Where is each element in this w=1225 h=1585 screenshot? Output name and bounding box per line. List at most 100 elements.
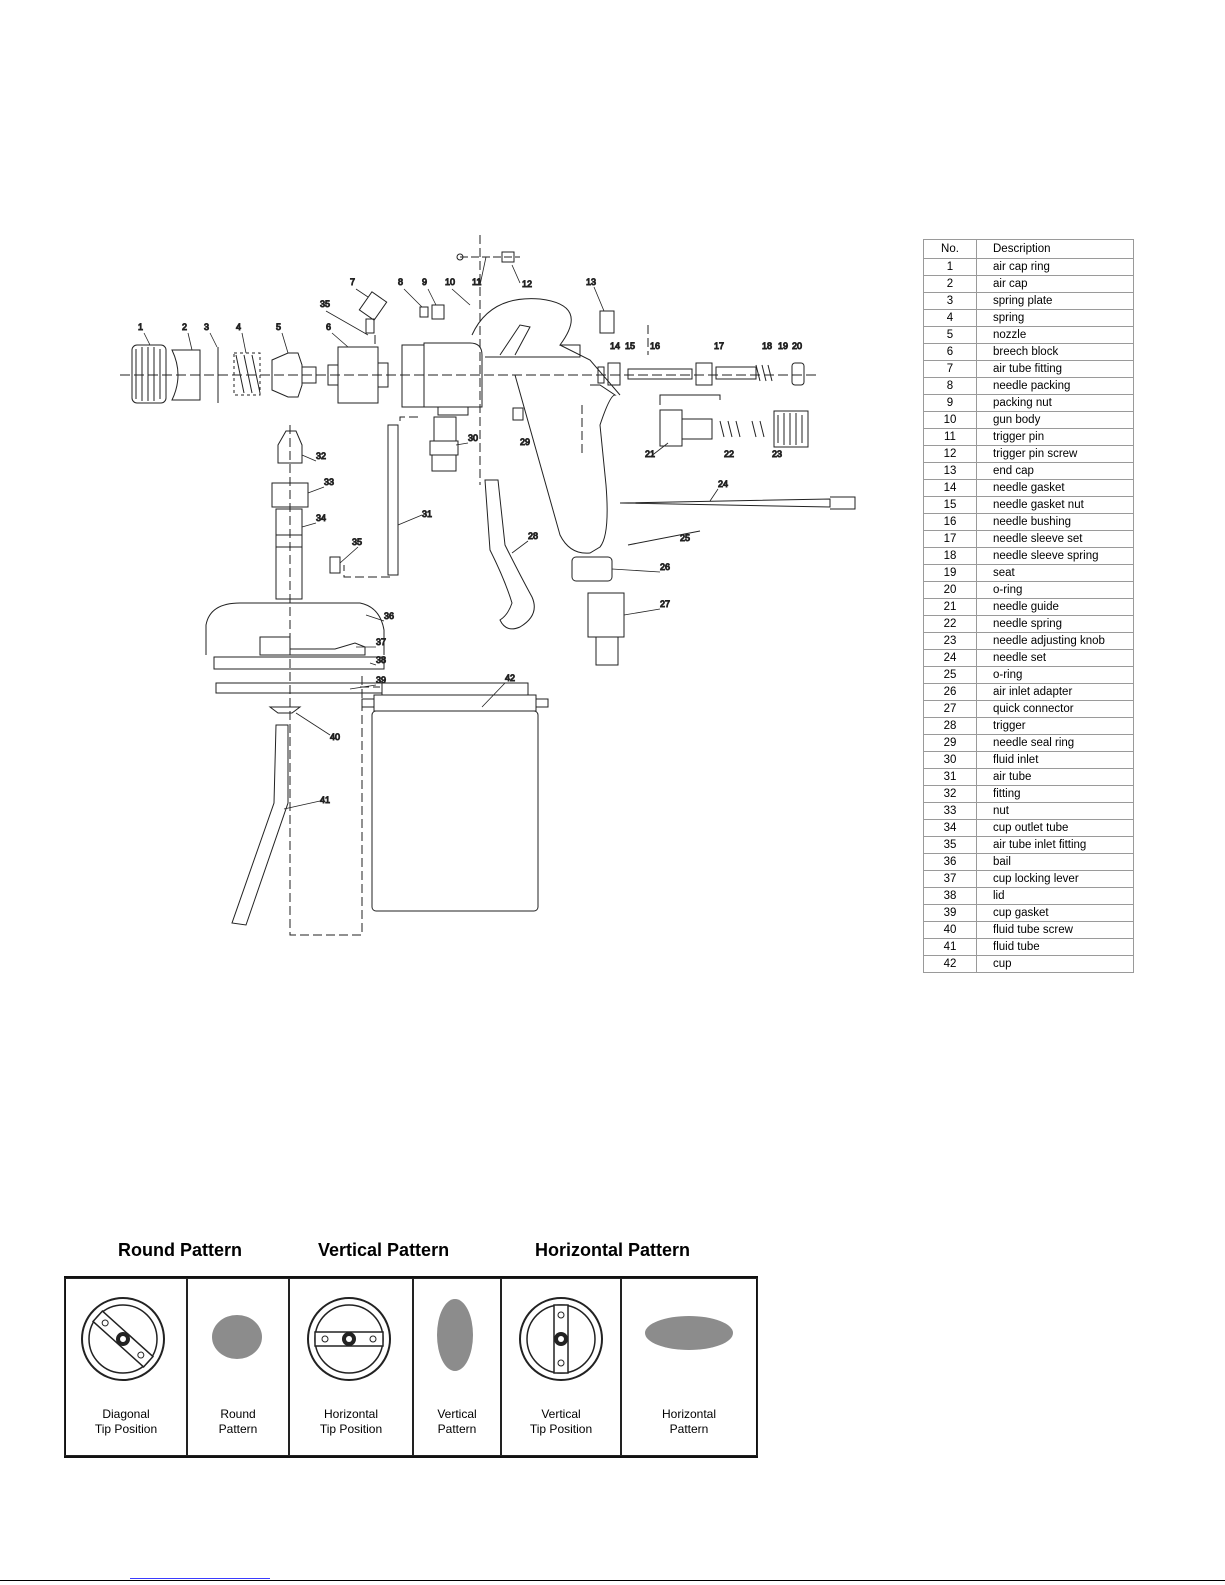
part-number: 17 [923, 530, 977, 548]
column-header-description: Description [976, 239, 1134, 259]
part-description: air cap ring [976, 258, 1134, 276]
needle-set-part [619, 496, 856, 510]
vertical-tip-icon [519, 1297, 603, 1381]
needle-guide-parts [659, 394, 809, 448]
part-number: 3 [923, 292, 977, 310]
part-description: needle gasket nut [976, 496, 1134, 514]
caption-line: Pattern [669, 1422, 709, 1436]
part-description: quick connector [976, 700, 1134, 718]
part-description: trigger [976, 717, 1134, 735]
needle-seal-ring-part [512, 407, 524, 421]
callout-24: 24 [718, 479, 728, 489]
callout-40: 40 [330, 732, 340, 742]
horizontal-spray-icon [645, 1316, 733, 1350]
air-tube-part [387, 424, 399, 576]
round-spray-icon [212, 1315, 262, 1359]
part-number: 9 [923, 394, 977, 412]
part-description: needle sleeve spring [976, 547, 1134, 565]
part-description: spring [976, 309, 1134, 327]
trigger-pin-part [456, 251, 520, 263]
air-cap-part [171, 349, 201, 401]
callout-31: 31 [422, 509, 432, 519]
part-description: needle adjusting knob [976, 632, 1134, 650]
part-description: fluid tube [976, 938, 1134, 956]
nozzle-part [271, 352, 317, 398]
part-description: fluid tube screw [976, 921, 1134, 939]
part-description: air inlet adapter [976, 683, 1134, 701]
part-number: 22 [923, 615, 977, 633]
gun-body-part [401, 298, 621, 554]
callout-39: 39 [376, 675, 386, 685]
part-number: 20 [923, 581, 977, 599]
caption-line: Round [220, 1407, 256, 1421]
part-description: cup outlet tube [976, 819, 1134, 837]
part-number: 35 [923, 836, 977, 854]
part-number: 37 [923, 870, 977, 888]
fluid-tube-screw-part [268, 706, 302, 714]
callout-14: 14 [610, 341, 620, 351]
callout-10: 10 [445, 277, 455, 287]
part-number: 28 [923, 717, 977, 735]
part-description: gun body [976, 411, 1134, 429]
part-description: needle seal ring [976, 734, 1134, 752]
part-number: 38 [923, 887, 977, 905]
part-number: 7 [923, 360, 977, 378]
part-number: 34 [923, 819, 977, 837]
fluid-tube-part [231, 724, 289, 926]
callout-32: 32 [316, 451, 326, 461]
lid-assembly-parts [205, 602, 385, 694]
part-description: air tube [976, 768, 1134, 786]
part-number: 2 [923, 275, 977, 293]
part-description: packing nut [976, 394, 1134, 412]
callout-13: 13 [586, 277, 596, 287]
trigger-part [484, 479, 535, 630]
part-number: 39 [923, 904, 977, 922]
table-header-row: No. Description [923, 239, 1134, 259]
fluid-inlet-part [429, 416, 459, 472]
packing-nut-part [431, 304, 445, 320]
part-description: end cap [976, 462, 1134, 480]
part-description: needle gasket [976, 479, 1134, 497]
callout-15: 15 [625, 341, 635, 351]
part-number: 30 [923, 751, 977, 769]
callout-41: 41 [320, 795, 330, 805]
part-number: 1 [923, 258, 977, 276]
callout-29: 29 [520, 437, 530, 447]
callout-8: 8 [398, 277, 403, 287]
part-description: seat [976, 564, 1134, 582]
part-number: 23 [923, 632, 977, 650]
callout-35-upper: 35 [320, 299, 330, 309]
part-description: needle guide [976, 598, 1134, 616]
callout-19: 19 [778, 341, 788, 351]
part-number: 19 [923, 564, 977, 582]
part-description: cup locking lever [976, 870, 1134, 888]
air-cap-ring-part [131, 344, 167, 404]
callout-34: 34 [316, 513, 326, 523]
part-number: 12 [923, 445, 977, 463]
part-description: trigger pin screw [976, 445, 1134, 463]
part-number: 11 [923, 428, 977, 446]
